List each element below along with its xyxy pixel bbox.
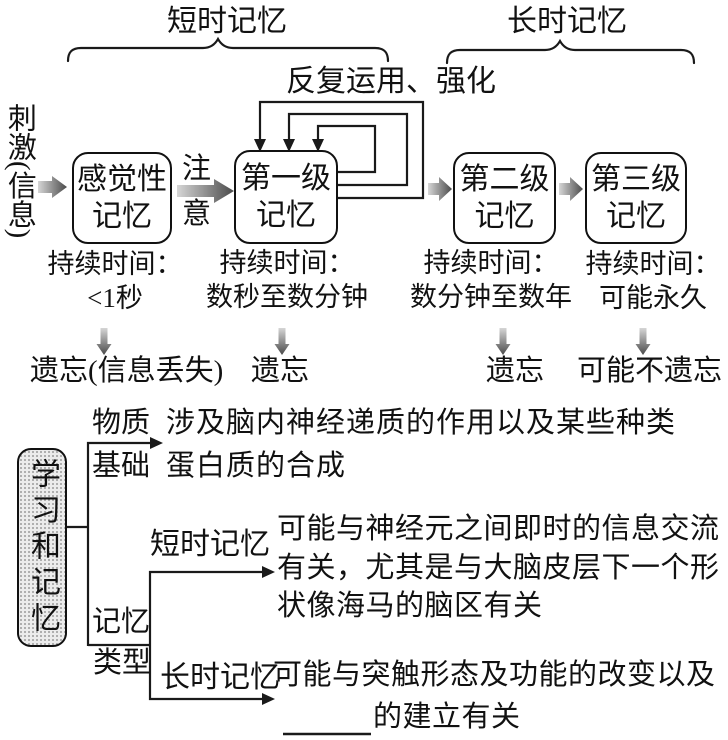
outcome-stage3: 遗忘 [486,355,545,387]
short-term-text-line1: 可能与神经元之间即时的信息交流 [277,513,720,545]
short-term-brace [66,36,390,63]
sensory-memory-box: 感觉性 记忆 [72,152,172,244]
short-term-branch-arrowhead [262,566,275,578]
attention-label-bottom: 意 [182,198,212,230]
duration-label: 持续时间： [585,249,721,279]
duration-value: <1秒 [87,283,143,313]
forgetting-arrow-1 [96,328,112,355]
short-term-text-line2: 有关，尤其是与大脑皮层下一个形 [277,552,720,584]
duration-stage4: 持续时间： 可能永久 [578,247,728,315]
forgetting-arrow-4 [635,328,651,355]
third-level-memory-box: 第三级 记忆 [585,152,687,244]
learning-and-memory-label: 学习和记忆 [26,457,59,638]
memory-types-label-line1: 记忆 [92,606,151,638]
material-basis-label-line2: 基础 [92,450,151,482]
duration-label: 持续时间： [423,248,559,278]
box-label-line1: 第三级 [591,163,681,196]
long-term-memory-title: 长时记忆 [507,5,627,38]
outcome-stage1: 遗忘(信息丢失) [30,355,224,387]
material-basis-arrowhead [150,437,163,449]
rehearsal-loop-arrows [254,100,425,200]
attention-label-top: 注 [182,153,212,185]
duration-value: 数秒至数分钟 [206,282,368,312]
material-basis-label-line1: 物质 [92,407,151,439]
box-label-line2: 记忆 [92,200,152,233]
duration-stage2: 持续时间： 数秒至数分钟 [192,246,382,314]
learning-and-memory-box: 学习和记忆 [17,448,67,647]
long-term-branch-label: 长时记忆 [160,661,280,694]
forgetting-arrow-3 [495,328,511,355]
outcome-stage2: 遗忘 [251,355,310,387]
forgetting-arrow-2 [274,328,290,355]
long-term-brace [445,38,696,65]
material-basis-text-line2: 蛋白质的合成 [166,450,347,482]
outcome-stage4: 可能不遗忘 [577,355,723,387]
short-term-branch-label: 短时记忆 [150,528,270,561]
long-term-branch-arrowhead [262,693,275,705]
duration-value: 数分钟至数年 [410,282,572,312]
stimulus-label: 刺激(信息) [3,103,36,239]
rehearsal-label: 反复运用、强化 [286,65,496,98]
stage2-to-stage3-arrow [428,177,452,201]
duration-value: 可能永久 [599,283,707,313]
box-label-line2: 记忆 [474,200,535,233]
box-label-line1: 感觉性 [77,163,167,196]
duration-label: 持续时间： [47,249,183,279]
memory-types-label-line2: 类型 [93,647,152,679]
learning-tree-lines [63,441,262,701]
duration-label: 持续时间： [219,248,355,278]
duration-stage3: 持续时间： 数分钟至数年 [398,246,584,314]
short-term-memory-title: 短时记忆 [167,5,287,38]
long-term-text-line2: 的建立有关 [373,701,521,733]
duration-stage1: 持续时间： <1秒 [35,247,195,315]
box-label-line2: 记忆 [256,199,316,232]
second-level-memory-box: 第二级 记忆 [453,152,556,244]
stage3-to-stage4-arrow [559,177,583,201]
stimulus-arrow [38,176,67,198]
box-label-line2: 记忆 [606,200,666,233]
box-label-line1: 第二级 [459,163,550,196]
material-basis-text-line1: 涉及脑内神经递质的作用以及某些种类 [166,407,677,439]
attention-arrow [177,179,234,203]
short-term-text-line3: 状像海马的脑区有关 [277,590,543,622]
long-term-text-line1: 可能与突触形态及功能的改变以及 [273,659,716,691]
box-label-line1: 第一级 [241,162,331,195]
first-level-memory-box: 第一级 记忆 [234,150,338,244]
